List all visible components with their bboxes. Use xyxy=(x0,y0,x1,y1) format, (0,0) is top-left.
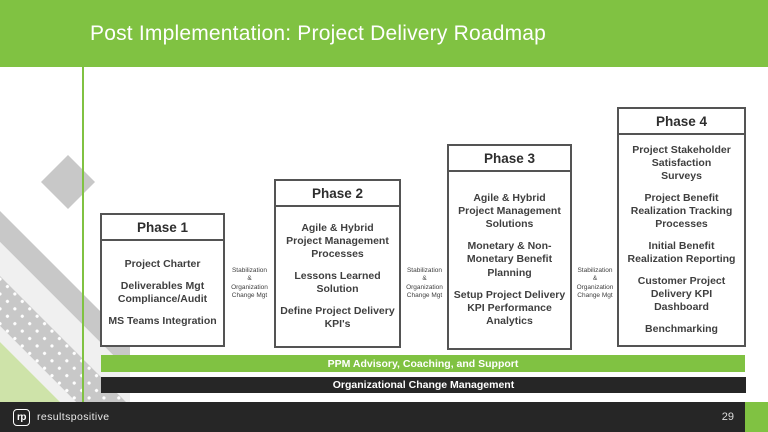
phase-2-item: Define Project Delivery KPI's xyxy=(280,305,395,331)
phase-4-title: Phase 4 xyxy=(619,109,744,135)
phase-box-3: Phase 3 Agile & Hybrid Project Managemen… xyxy=(447,144,572,350)
phase-1-title: Phase 1 xyxy=(102,215,223,241)
slide-header: Post Implementation: Project Delivery Ro… xyxy=(0,0,768,67)
footer: rp resultspositive 29 xyxy=(0,402,768,432)
connector-label-3: Stabilization & Organization Change Mgt xyxy=(576,267,614,300)
phase-box-1: Phase 1 Project Charter Deliverables Mgt… xyxy=(100,213,225,347)
org-change-bar: Organizational Change Management xyxy=(101,377,746,393)
org-change-bar-label: Organizational Change Management xyxy=(332,379,515,391)
phase-1-item: MS Teams Integration xyxy=(108,315,217,328)
brand-name: resultspositive xyxy=(37,411,110,423)
phase-2-item: Lessons Learned Solution xyxy=(294,269,381,295)
phase-4-body: Project Stakeholder Satisfaction Surveys… xyxy=(619,135,744,345)
phase-2-body: Agile & Hybrid Project Management Proces… xyxy=(276,207,399,346)
dot-pattern-overlay xyxy=(0,276,126,402)
gray-stripe-1 xyxy=(0,211,130,372)
ppm-advisory-bar: PPM Advisory, Coaching, and Support xyxy=(101,355,745,372)
green-corner-triangle xyxy=(0,342,60,402)
gray-diamond xyxy=(41,155,95,209)
page-title: Post Implementation: Project Delivery Ro… xyxy=(90,21,547,45)
phase-box-2: Phase 2 Agile & Hybrid Project Managemen… xyxy=(274,179,401,348)
phase-4-item: Initial Benefit Realization Reporting xyxy=(627,240,736,266)
phase-box-4: Phase 4 Project Stakeholder Satisfaction… xyxy=(617,107,746,347)
phase-4-item: Benchmarking xyxy=(645,323,718,336)
phase-4-item: Project Stakeholder Satisfaction Surveys xyxy=(632,143,731,182)
phase-4-item: Customer Project Delivery KPI Dashboard xyxy=(637,275,726,314)
phase-1-body: Project Charter Deliverables Mgt Complia… xyxy=(102,241,223,345)
phase-3-body: Agile & Hybrid Project Management Soluti… xyxy=(449,172,570,348)
corner-decoration xyxy=(0,155,130,402)
footer-accent-square xyxy=(745,402,768,432)
ppm-advisory-bar-label: PPM Advisory, Coaching, and Support xyxy=(327,357,519,370)
phase-1-item: Project Charter xyxy=(124,257,201,270)
accent-vertical-line xyxy=(82,67,84,402)
phase-2-item: Agile & Hybrid Project Management Proces… xyxy=(286,221,389,260)
page-number: 29 xyxy=(721,411,734,423)
light-stripe-1 xyxy=(0,242,130,402)
brand-logo-icon: rp xyxy=(13,408,30,426)
phase-3-item: Agile & Hybrid Project Management Soluti… xyxy=(458,192,561,231)
phase-2-title: Phase 2 xyxy=(276,181,399,207)
phase-3-item: Setup Project Delivery KPI Performance A… xyxy=(453,288,566,327)
phase-1-item: Deliverables Mgt Compliance/Audit xyxy=(117,279,208,305)
connector-label-1: Stabilization & Organization Change Mgt xyxy=(231,267,268,300)
phase-3-item: Monetary & Non- Monetary Benefit Plannin… xyxy=(466,240,553,279)
phase-4-item: Project Benefit Realization Tracking Pro… xyxy=(630,191,733,230)
light-stripe-2 xyxy=(0,326,76,402)
phase-3-title: Phase 3 xyxy=(449,146,570,172)
connector-label-2: Stabilization & Organization Change Mgt xyxy=(406,267,443,300)
